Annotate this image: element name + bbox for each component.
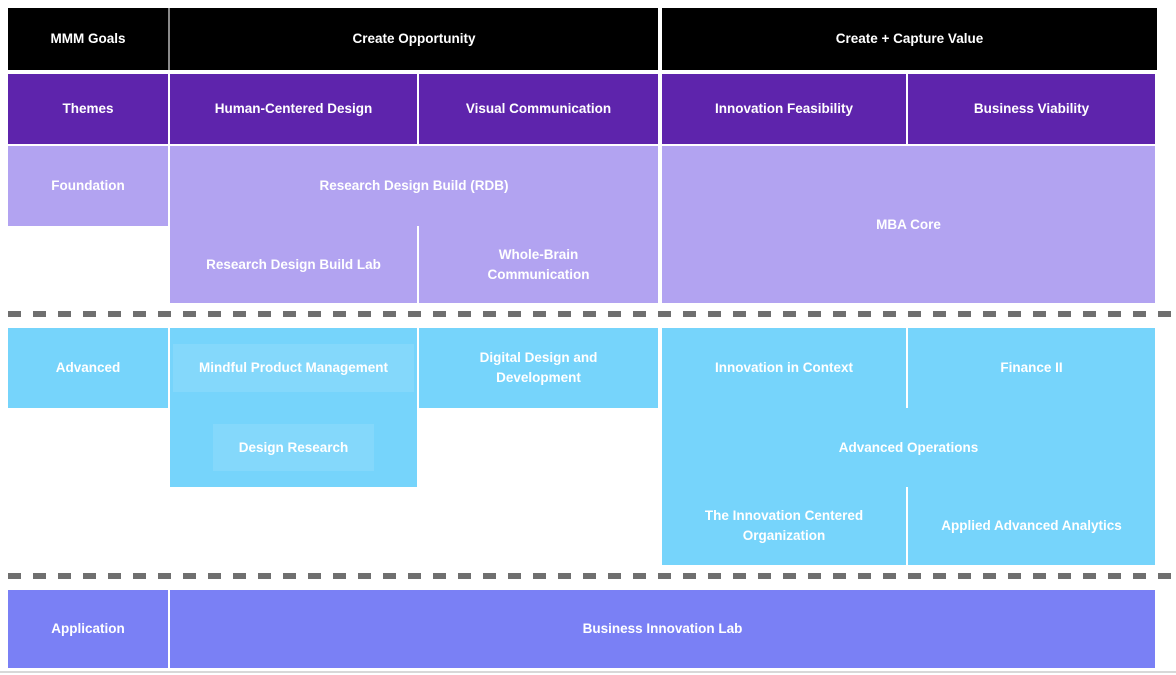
cell-innovation-centered-organization: The Innovation Centered Organization <box>662 487 906 565</box>
cell-themes: Themes <box>8 74 168 144</box>
cell-foundation: Foundation <box>8 146 168 226</box>
dashed-divider-bottom <box>8 573 1174 579</box>
cell-advanced-operations: Advanced Operations <box>662 408 1155 487</box>
cell-research-design-build: Research Design Build (RDB) <box>170 146 658 226</box>
mindful-product-management-label: Mindful Product Management <box>173 344 414 392</box>
mmm-goals-label: MMM Goals <box>50 31 126 47</box>
header-left-block <box>8 8 658 70</box>
applied-advanced-analytics-label: Applied Advanced Analytics <box>941 518 1122 534</box>
bottom-edge-line <box>0 671 1176 673</box>
design-research-label: Design Research <box>212 423 375 472</box>
innovation-in-context-label: Innovation in Context <box>715 360 853 376</box>
cell-application: Application <box>8 590 168 668</box>
mba-core-label: MBA Core <box>876 216 941 232</box>
innovation-feasibility-label: Innovation Feasibility <box>714 101 854 117</box>
advanced-label: Advanced <box>55 360 121 376</box>
human-centered-design-label: Human-Centered Design <box>214 101 373 117</box>
cell-mmm-goals: MMM Goals <box>8 8 168 70</box>
application-label: Application <box>51 621 125 637</box>
cell-design-research: Design Research <box>170 408 417 487</box>
themes-label: Themes <box>62 101 114 117</box>
cell-innovation-in-context: Innovation in Context <box>662 328 906 408</box>
business-viability-label: Business Viability <box>973 101 1090 117</box>
cell-research-design-build-lab: Research Design Build Lab <box>170 226 417 303</box>
cell-create-opportunity: Create Opportunity <box>170 8 658 70</box>
advanced-operations-label: Advanced Operations <box>838 439 979 455</box>
cell-digital-design-development: Digital Design and Development <box>419 328 658 408</box>
cell-whole-brain-communication: Whole-Brain Communication <box>419 226 658 303</box>
cell-applied-advanced-analytics: Applied Advanced Analytics <box>908 487 1155 565</box>
cell-business-viability: Business Viability <box>908 74 1155 144</box>
research-design-build-lab-label: Research Design Build Lab <box>206 256 381 272</box>
create-opportunity-label: Create Opportunity <box>352 31 476 47</box>
cell-business-innovation-lab: Business Innovation Lab <box>170 590 1155 668</box>
create-capture-value-label: Create + Capture Value <box>835 31 984 47</box>
cell-advanced: Advanced <box>8 328 168 408</box>
foundation-label: Foundation <box>51 178 125 194</box>
cell-human-centered-design: Human-Centered Design <box>170 74 417 144</box>
digital-design-development-label: Digital Design and Development <box>479 350 598 385</box>
finance-ii-label: Finance II <box>1000 360 1063 376</box>
cell-finance-ii: Finance II <box>908 328 1155 408</box>
whole-brain-communication-label: Whole-Brain Communication <box>487 246 590 282</box>
cell-create-capture-value: Create + Capture Value <box>662 8 1157 70</box>
cell-visual-communication: Visual Communication <box>419 74 658 144</box>
visual-communication-label: Visual Communication <box>465 101 612 117</box>
business-innovation-lab-label: Business Innovation Lab <box>582 621 743 637</box>
dashed-divider-top <box>8 311 1174 317</box>
cell-mindful-product-management: Mindful Product Management <box>170 328 417 408</box>
header-column-divider <box>168 8 170 70</box>
cell-innovation-feasibility: Innovation Feasibility <box>662 74 906 144</box>
cell-mba-core: MBA Core <box>662 146 1155 303</box>
research-design-build-label: Research Design Build (RDB) <box>319 178 509 194</box>
innovation-centered-organization-label: The Innovation Centered Organization <box>704 508 864 543</box>
